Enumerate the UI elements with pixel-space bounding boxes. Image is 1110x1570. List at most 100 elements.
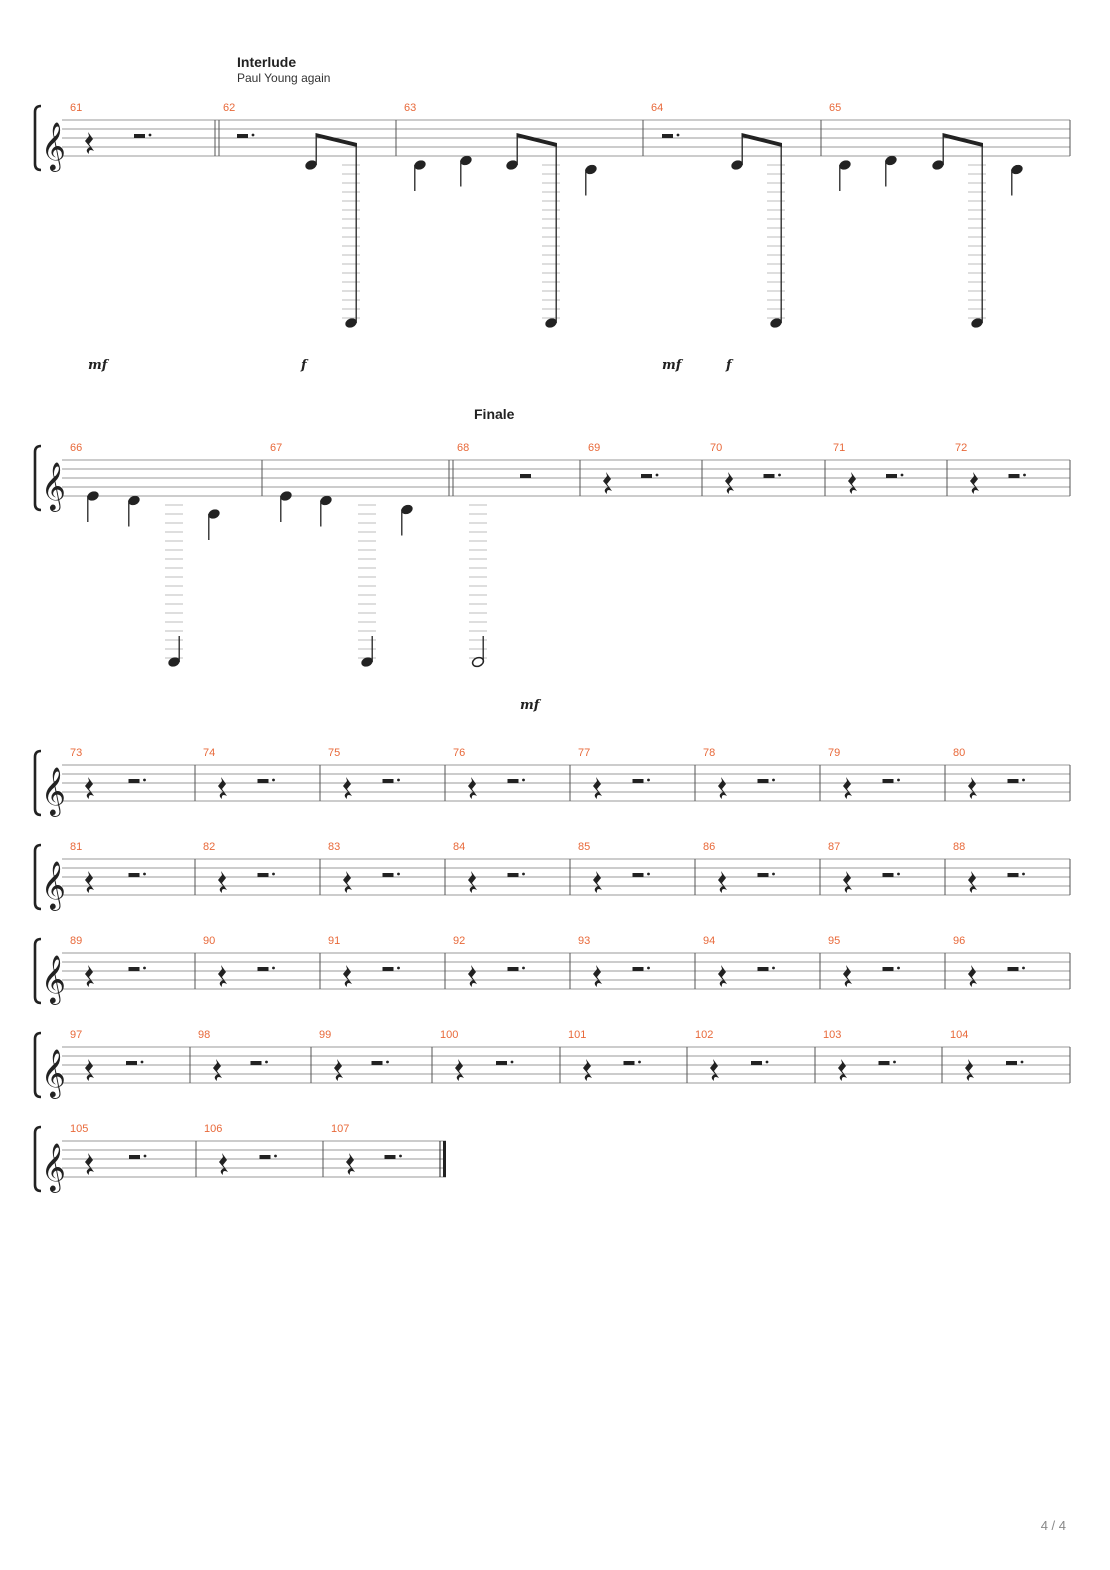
rest-dot xyxy=(900,473,904,477)
half-rest-icon xyxy=(382,873,394,877)
half-rest-icon xyxy=(1008,474,1020,478)
rest-dot xyxy=(772,872,775,876)
staff-system-3: 𝄞 xyxy=(33,749,1071,817)
half-rest-icon xyxy=(134,134,145,138)
rest-dot xyxy=(522,778,525,782)
rest-dot xyxy=(765,1060,769,1064)
quarter-rest-icon xyxy=(213,1059,222,1081)
measure-95 xyxy=(843,965,900,987)
measure-number: 78 xyxy=(703,747,715,759)
half-rest-icon xyxy=(507,779,519,783)
half-rest-icon xyxy=(126,1061,137,1065)
half-rest-icon xyxy=(507,967,519,971)
measure-96 xyxy=(968,965,1025,987)
rest-dot xyxy=(522,966,525,970)
half-rest-icon xyxy=(237,134,248,138)
treble-clef-icon: 𝄞 xyxy=(41,954,66,1005)
measure-number: 66 xyxy=(70,442,82,454)
quarter-rest-icon xyxy=(970,472,979,494)
half-rest-icon xyxy=(878,1061,890,1065)
quarter-rest-icon xyxy=(843,777,852,799)
quarter-rest-icon xyxy=(468,871,477,893)
rest-dot xyxy=(893,1060,896,1064)
half-rest-icon xyxy=(763,474,775,478)
measure-93 xyxy=(593,965,650,987)
rest-dot xyxy=(143,966,146,970)
rest-dot xyxy=(647,778,650,782)
rest-dot xyxy=(1023,473,1026,477)
rest-dot xyxy=(399,1154,402,1158)
quarter-rest-icon xyxy=(593,871,602,893)
measure-number: 72 xyxy=(955,442,967,454)
measure-91 xyxy=(343,965,400,987)
rest-dot xyxy=(1020,1060,1024,1064)
quarter-rest-icon xyxy=(718,777,727,799)
quarter-rest-icon xyxy=(346,1153,355,1175)
half-rest-icon xyxy=(757,873,769,877)
measure-number: 106 xyxy=(204,1123,222,1135)
measure-67 xyxy=(280,491,413,667)
quarter-rest-icon xyxy=(468,965,477,987)
half-rest-icon xyxy=(757,967,769,971)
rest-dot xyxy=(897,778,900,782)
half-rest-icon xyxy=(886,474,897,478)
rest-dot xyxy=(1022,778,1025,782)
quarter-rest-icon xyxy=(455,1059,464,1081)
measure-78 xyxy=(718,777,775,799)
rest-dot xyxy=(897,966,900,970)
quarter-rest-icon xyxy=(218,777,227,799)
rest-dot xyxy=(143,1154,147,1158)
treble-clef-icon: 𝄞 xyxy=(41,766,66,817)
rest-dot xyxy=(397,966,400,970)
half-rest-icon xyxy=(384,1155,396,1159)
measure-number: 92 xyxy=(453,935,465,947)
measure-74 xyxy=(218,777,275,799)
rest-dot xyxy=(140,1060,144,1064)
quarter-rest-icon xyxy=(85,1059,94,1081)
quarter-rest-icon xyxy=(343,777,352,799)
treble-clef-icon: 𝄞 xyxy=(41,1048,66,1099)
staff-system-1: 𝄞 xyxy=(33,104,1071,328)
measure-number: 68 xyxy=(457,442,469,454)
quarter-rest-icon xyxy=(725,472,734,494)
rest-dot xyxy=(386,1060,389,1064)
rest-dot xyxy=(143,778,146,782)
system-bracket xyxy=(33,444,42,512)
quarter-rest-icon xyxy=(843,871,852,893)
measure-number: 88 xyxy=(953,841,965,853)
measure-number: 99 xyxy=(319,1029,331,1041)
rest-dot xyxy=(510,1060,514,1064)
measure-64 xyxy=(662,133,785,328)
half-rest-icon xyxy=(128,873,140,877)
treble-clef-icon: 𝄞 xyxy=(41,461,66,512)
rest-dot xyxy=(778,473,781,477)
measure-number: 69 xyxy=(588,442,600,454)
quarter-rest-icon xyxy=(838,1059,847,1081)
quarter-rest-icon xyxy=(468,777,477,799)
measure-62 xyxy=(237,133,360,328)
rest-dot xyxy=(647,872,650,876)
measure-number: 64 xyxy=(651,102,663,114)
half-rest-icon xyxy=(662,134,673,138)
measure-68 xyxy=(469,474,531,668)
half-rest-icon xyxy=(632,779,644,783)
quarter-rest-icon xyxy=(85,777,94,799)
half-rest-icon xyxy=(257,779,269,783)
half-rest-icon xyxy=(1007,873,1019,877)
measure-99 xyxy=(334,1059,389,1081)
half-rest-icon xyxy=(882,967,894,971)
measure-84 xyxy=(468,871,525,893)
rest-dot xyxy=(397,872,400,876)
measure-81 xyxy=(85,871,146,893)
quarter-rest-icon xyxy=(718,965,727,987)
rest-dot xyxy=(272,872,275,876)
measure-69 xyxy=(603,472,659,494)
quarter-rest-icon xyxy=(968,777,977,799)
measure-number: 85 xyxy=(578,841,590,853)
rest-dot xyxy=(272,966,275,970)
quarter-rest-icon xyxy=(603,472,612,494)
rest-dot xyxy=(655,473,659,477)
measure-82 xyxy=(218,871,275,893)
half-rest-icon xyxy=(757,779,769,783)
half-rest-icon xyxy=(382,967,394,971)
